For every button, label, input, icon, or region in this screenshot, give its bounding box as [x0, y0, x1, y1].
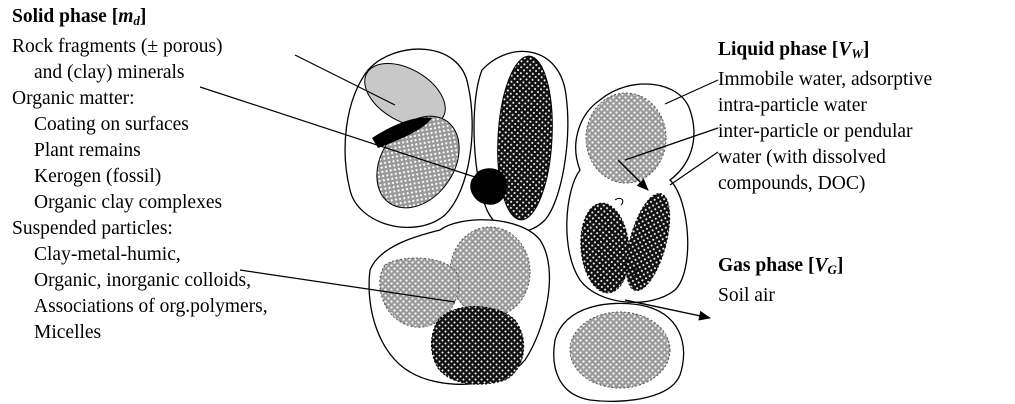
gas-line: Soil air: [718, 283, 843, 309]
liquid-phase-title-close: ]: [863, 39, 870, 60]
aggregate-bottom-left: [369, 220, 549, 385]
solid-line: Rock fragments (± porous): [12, 34, 268, 60]
solid-phase-title-text: Solid phase [: [12, 6, 118, 27]
solid-phase-title-close: ]: [140, 6, 147, 27]
gas-phase-title: Gas phase [VG]: [718, 253, 843, 283]
liquid-line: Immobile water, adsorptive: [718, 67, 932, 93]
dotted-mineral-grain: [450, 227, 530, 317]
liquid-phase-symbol: V: [838, 39, 851, 60]
gas-phase-symbol: V: [814, 255, 827, 276]
solid-line: Organic, inorganic colloids,: [12, 268, 268, 294]
liquid-line: compounds, DOC): [718, 171, 932, 197]
solid-line: Kerogen (fossil): [12, 164, 268, 190]
solid-phase-symbol: m: [118, 6, 133, 27]
dark-organic-grain: [431, 306, 523, 384]
aggregate-center-tall: [474, 51, 568, 232]
liquid-phase-block: Liquid phase [VW] Immobile water, adsorp…: [718, 37, 932, 197]
solid-line: Plant remains: [12, 138, 268, 164]
solid-phase-block: Solid phase [md] Rock fragments (± porou…: [12, 4, 268, 346]
liquid-phase-title-text: Liquid phase [: [718, 39, 838, 60]
dotted-mineral-grain: [570, 312, 670, 388]
liquid-phase-title: Liquid phase [VW]: [718, 37, 932, 67]
solid-line: Associations of org.polymers,: [12, 294, 268, 320]
dotted-mineral-grain: [586, 93, 666, 183]
aggregate-top-left: [345, 49, 476, 227]
aggregate-bottom-right: [554, 303, 684, 401]
solid-phase-title: Solid phase [md]: [12, 4, 268, 34]
gas-phase-title-close: ]: [837, 255, 844, 276]
solid-line: Suspended particles:: [12, 216, 268, 242]
plant-remains: [471, 169, 506, 204]
liquid-line: intra-particle water: [718, 93, 932, 119]
solid-line: Organic matter:: [12, 86, 268, 112]
gas-phase-title-text: Gas phase [: [718, 255, 814, 276]
liquid-phase-symbol-sub: W: [851, 46, 863, 61]
solid-line: Coating on surfaces: [12, 112, 268, 138]
solid-line: Organic clay complexes: [12, 190, 268, 216]
aggregate-right: [567, 84, 694, 302]
liquid-line: inter-particle or pendular: [718, 119, 932, 145]
gas-phase-block: Gas phase [VG] Soil air: [718, 253, 843, 309]
gas-phase-symbol-sub: G: [827, 262, 836, 277]
solid-line: Micelles: [12, 320, 268, 346]
solid-line: Clay-metal-humic,: [12, 242, 268, 268]
solid-line: and (clay) minerals: [12, 60, 268, 86]
liquid-line: water (with dissolved: [718, 145, 932, 171]
